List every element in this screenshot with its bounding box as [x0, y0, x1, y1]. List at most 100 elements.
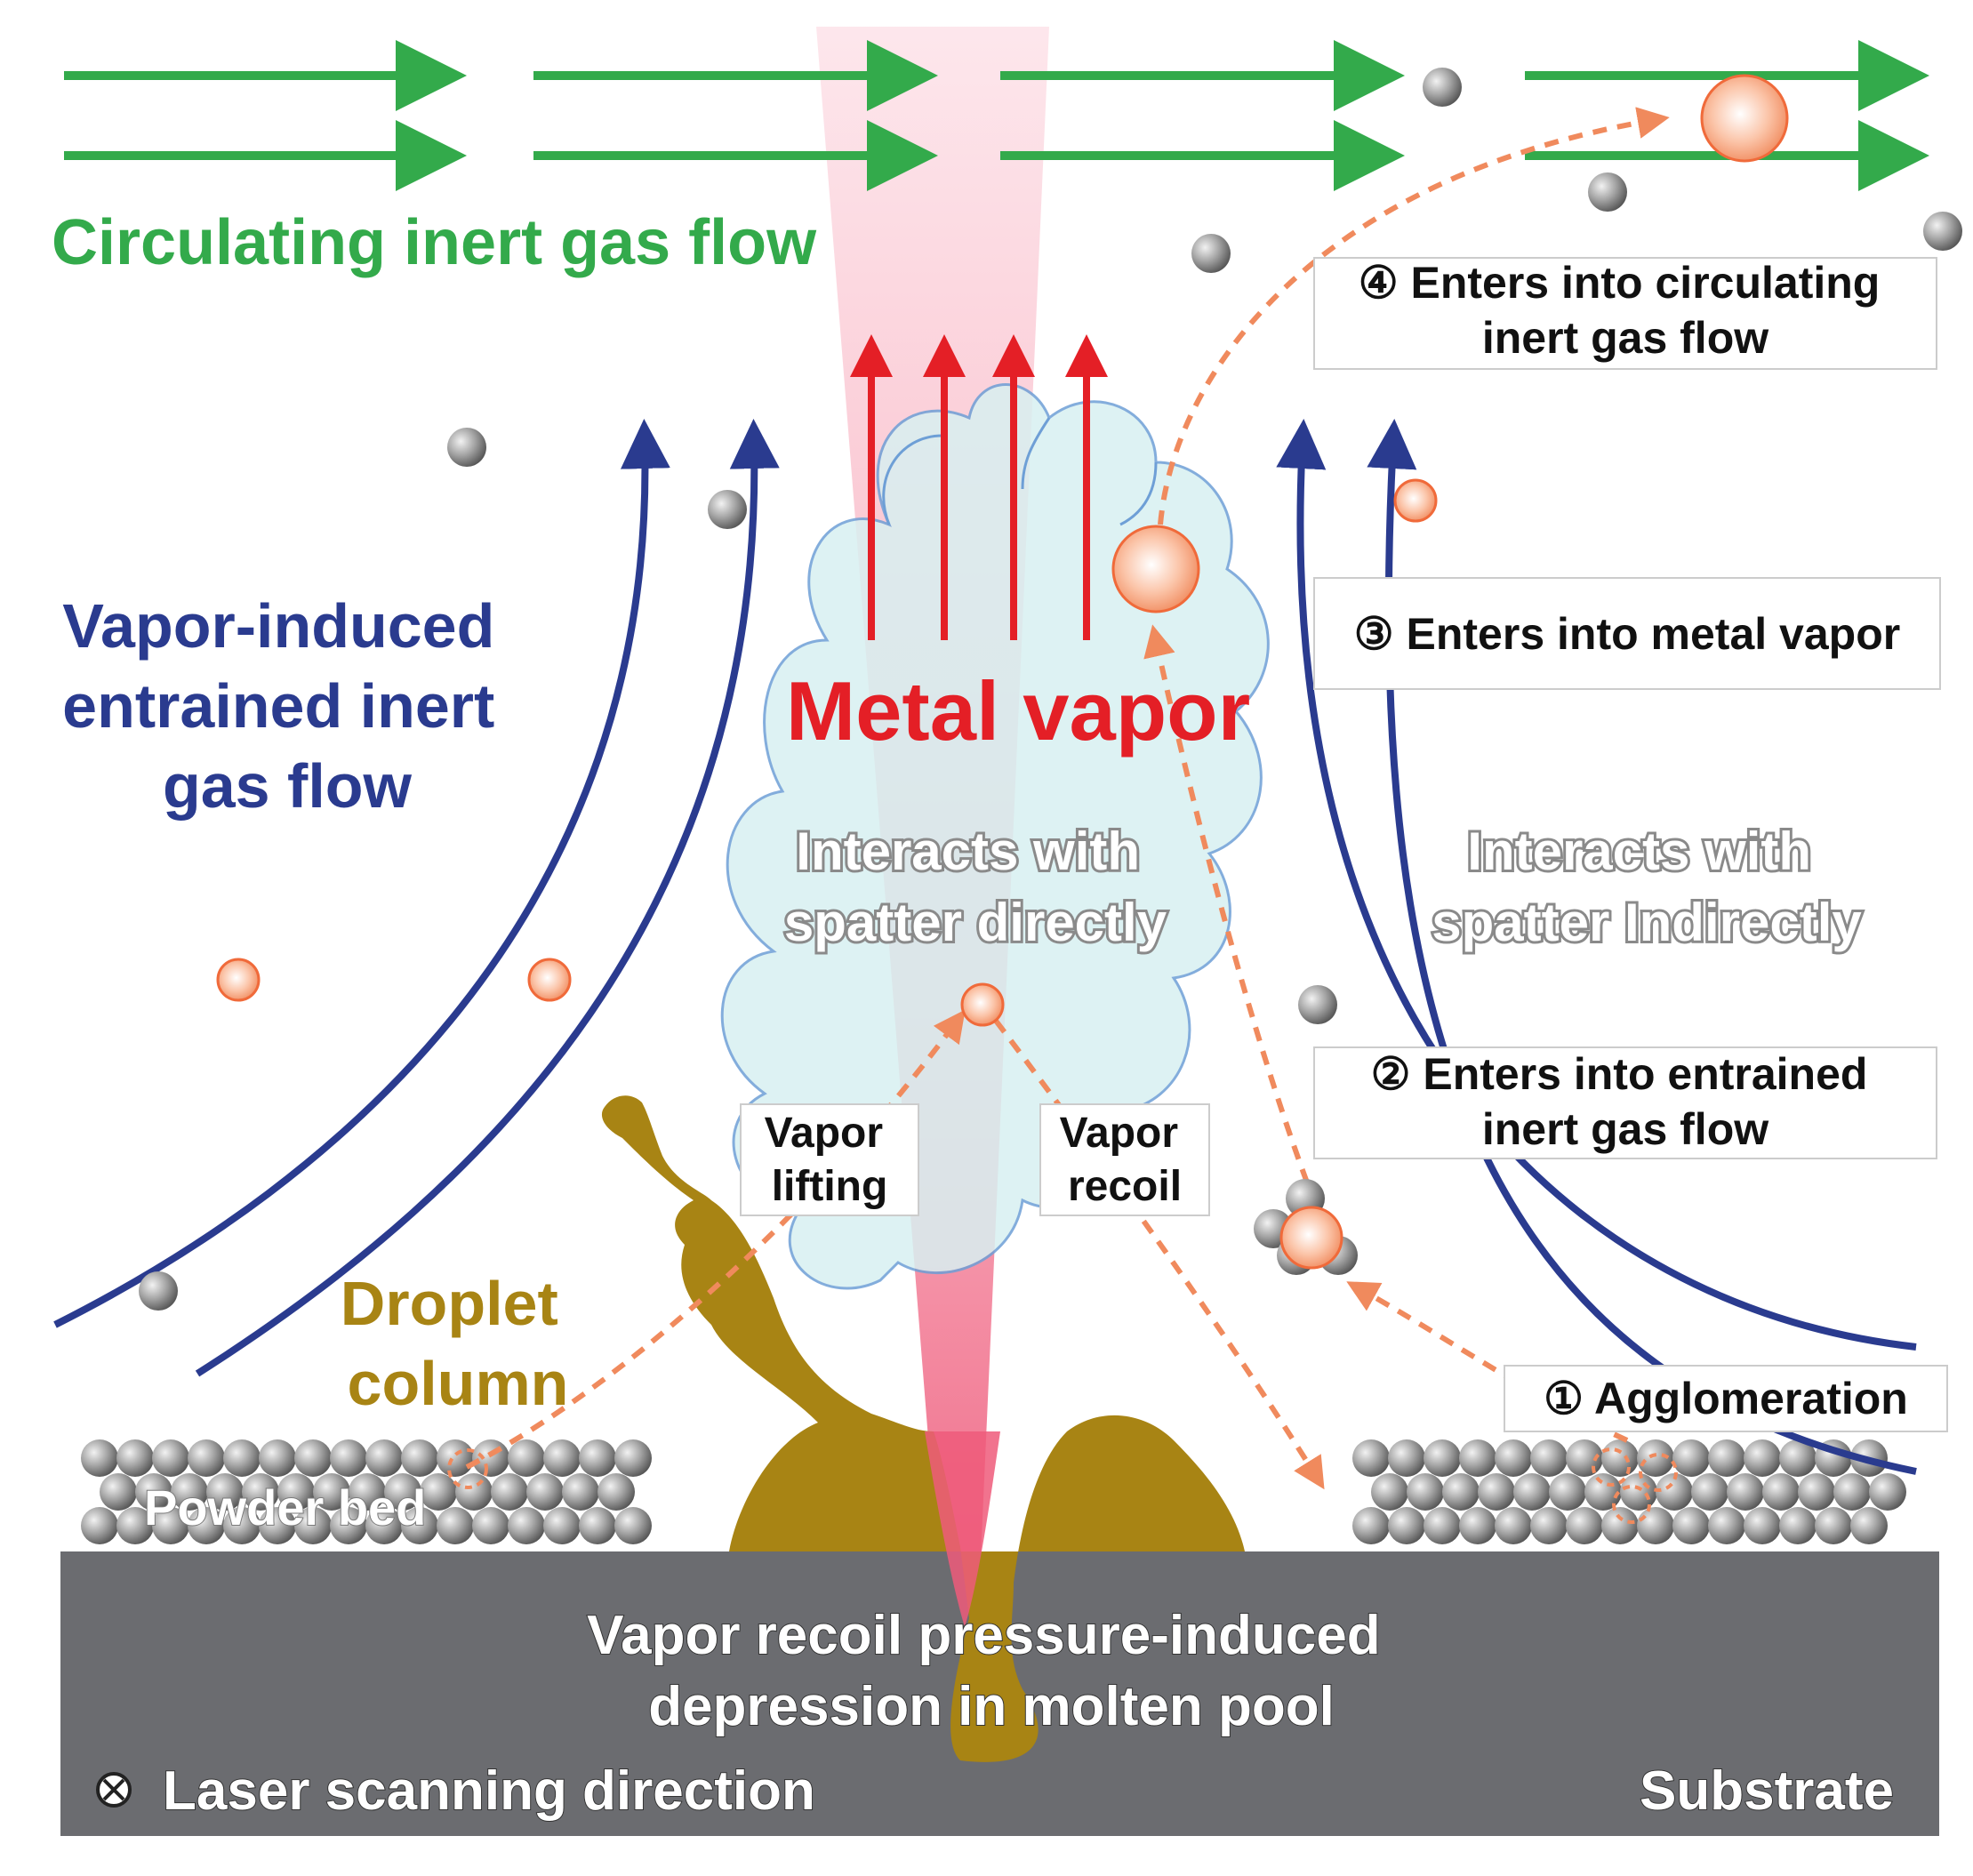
- powder-particle: [242, 1473, 279, 1511]
- powder-particle: [152, 1439, 189, 1477]
- powder-particle: [401, 1507, 438, 1544]
- circulating-flow-arrows: [64, 40, 1929, 191]
- depression-label: Vapor recoil pressure-induced depression…: [587, 1605, 1396, 1737]
- powder-particle: [223, 1439, 261, 1477]
- gray-particles: [139, 68, 1962, 1311]
- powder-particle: [294, 1439, 332, 1477]
- vapor-cloud: [720, 383, 1270, 1290]
- powder-particle: [116, 1507, 154, 1544]
- powder-particle: [294, 1507, 332, 1544]
- powder-particle: [614, 1507, 652, 1544]
- spatter-trajectories: [465, 107, 1670, 1490]
- powder-particle: [206, 1473, 244, 1511]
- powder-particle: [1691, 1473, 1728, 1511]
- powder-particle: [1869, 1473, 1906, 1511]
- powder-particle: [420, 1473, 457, 1511]
- powder-particle: [1478, 1473, 1515, 1511]
- spatter-particles: [216, 74, 1789, 1270]
- substrate-label: Substrate: [1640, 1760, 1894, 1822]
- powder-particle: [188, 1507, 225, 1544]
- powder-particle: [1637, 1439, 1674, 1477]
- molten-pool: [601, 1095, 1245, 1762]
- powder-particle: [1530, 1507, 1568, 1544]
- powder-particle: [526, 1473, 564, 1511]
- powder-particle: [259, 1507, 296, 1544]
- powder-particle: [1850, 1507, 1888, 1544]
- step4-box: [1313, 257, 1937, 370]
- powder-particle: [1744, 1439, 1781, 1477]
- powder-particle: [81, 1439, 118, 1477]
- powder-particle: [614, 1439, 652, 1477]
- powder-particle: [1459, 1439, 1496, 1477]
- powder-particle: [152, 1507, 189, 1544]
- agglomerating-particles: [1592, 1447, 1678, 1524]
- powder-particle: [1779, 1507, 1817, 1544]
- powder-particle: [330, 1439, 367, 1477]
- vapor-recoil-label: Vapor recoil: [1060, 1110, 1191, 1210]
- powder-particle: [259, 1439, 296, 1477]
- powder-particle: [437, 1439, 474, 1477]
- powder-particle: [1779, 1439, 1817, 1477]
- step1-box: [1504, 1365, 1948, 1432]
- step2-box: [1313, 1046, 1937, 1159]
- powder-bed-left: [81, 1439, 652, 1544]
- vapor-induced-label: Vapor-induced entrained inert gas flow: [62, 591, 512, 821]
- powder-particle: [171, 1473, 208, 1511]
- powder-particle: [1798, 1473, 1835, 1511]
- powder-particle: [1495, 1439, 1532, 1477]
- powder-particle: [1352, 1439, 1390, 1477]
- powder-particle: [1656, 1473, 1693, 1511]
- powder-particle: [579, 1439, 616, 1477]
- powder-particle: [1513, 1473, 1551, 1511]
- vapor-recoil-box: [1039, 1103, 1210, 1216]
- powder-particle: [1620, 1473, 1657, 1511]
- vapor-lifting-label: Vapor lifting: [765, 1110, 895, 1210]
- powder-particle: [1833, 1473, 1871, 1511]
- laser-direction-label: Laser scanning direction: [163, 1760, 815, 1822]
- powder-particle: [472, 1439, 509, 1477]
- powder-particle: [277, 1473, 315, 1511]
- powder-particle: [1352, 1507, 1390, 1544]
- powder-particle: [401, 1439, 438, 1477]
- powder-particle: [116, 1439, 154, 1477]
- powder-bed-right: [1352, 1439, 1906, 1544]
- powder-particle: [508, 1507, 545, 1544]
- powder-particle: [1727, 1473, 1764, 1511]
- powder-particle: [1672, 1507, 1710, 1544]
- powder-particle: [1549, 1473, 1586, 1511]
- step1-label: ① Agglomeration: [1544, 1374, 1908, 1423]
- powder-particle: [1424, 1507, 1461, 1544]
- powder-particle: [1601, 1507, 1639, 1544]
- powder-particle: [508, 1439, 545, 1477]
- powder-particle: [1407, 1473, 1444, 1511]
- interacts-directly-label: Interacts with spatter directly: [784, 822, 1167, 952]
- powder-particle: [1530, 1439, 1568, 1477]
- step3-label: ③ Enters into metal vapor: [1354, 609, 1900, 659]
- powder-particle: [384, 1473, 421, 1511]
- circled-x-icon: [96, 1772, 132, 1808]
- powder-particle: [1371, 1473, 1408, 1511]
- powder-particle: [365, 1439, 403, 1477]
- droplet-column-label: Droplet column: [341, 1269, 575, 1418]
- powder-particle: [365, 1507, 403, 1544]
- powder-particle: [313, 1473, 350, 1511]
- powder-particle: [188, 1439, 225, 1477]
- step3-box: [1313, 577, 1941, 690]
- circulating-flow-label: Circulating inert gas flow: [52, 207, 817, 278]
- powder-particle: [1744, 1507, 1781, 1544]
- powder-particle: [1762, 1473, 1800, 1511]
- powder-particle: [100, 1473, 137, 1511]
- powder-particle: [1424, 1439, 1461, 1477]
- powder-particle: [543, 1507, 581, 1544]
- metal-vapor-arrows: [850, 334, 1108, 640]
- powder-particle: [562, 1473, 599, 1511]
- powder-particle: [543, 1439, 581, 1477]
- step2-label: ② Enters into entrained inert gas flow: [1371, 1049, 1881, 1154]
- powder-particle: [1708, 1439, 1745, 1477]
- powder-particle: [1672, 1439, 1710, 1477]
- powder-particle: [81, 1507, 118, 1544]
- powder-particle: [1442, 1473, 1480, 1511]
- powder-particle: [437, 1507, 474, 1544]
- powder-particle: [1388, 1507, 1425, 1544]
